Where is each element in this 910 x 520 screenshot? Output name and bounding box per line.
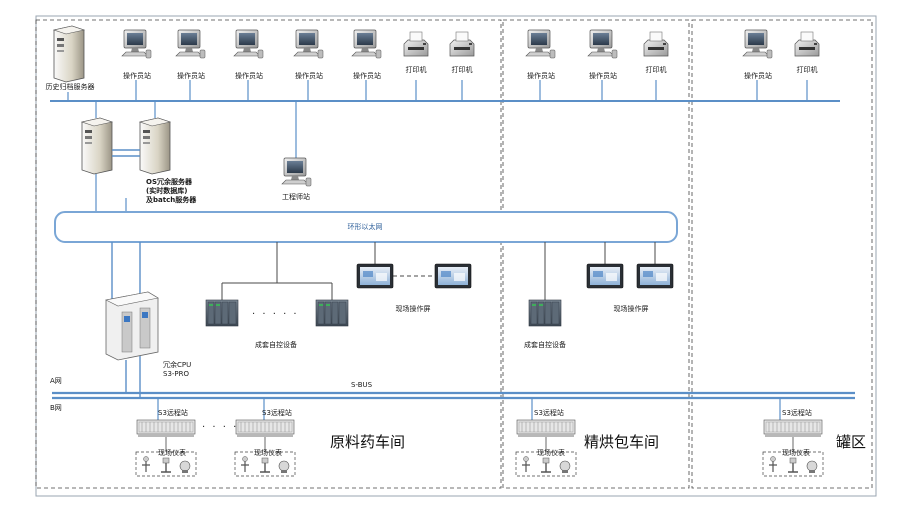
area-label-raw-material: 原料药车间 <box>330 433 406 451</box>
operator-station-5 <box>351 29 382 59</box>
ring-ethernet-label: 环形以太网 <box>347 223 383 231</box>
io-ellipsis: · · · · <box>202 422 239 433</box>
b-net-label: B网 <box>50 404 62 412</box>
io-station-label-1: S3远程站 <box>158 409 188 417</box>
sbus-lines <box>52 391 855 400</box>
io-station-label-4: S3远程站 <box>782 409 812 417</box>
field-hmi-label-raw: 现场操作屏 <box>395 305 431 313</box>
field-hmi-label-packing: 现场操作屏 <box>613 305 649 313</box>
operator-station-4 <box>293 29 324 59</box>
package-control-label-packing: 成套自控设备 <box>524 341 566 349</box>
package-control-label-raw: 成套自控设备 <box>255 341 297 349</box>
field-hmi-packing <box>586 263 674 289</box>
area-label-tank-farm: 罐区 <box>836 433 867 451</box>
controller-label-line1: 冗余CPU <box>163 361 192 369</box>
operator-station-label-5: 操作员站 <box>353 72 381 80</box>
controller-label-line2: S3-PRO <box>163 370 190 378</box>
operator-station-6 <box>525 29 556 59</box>
operator-station-label-3: 操作员站 <box>235 72 263 80</box>
printer-2 <box>449 31 475 57</box>
area-frames <box>35 15 877 497</box>
redundant-cpu <box>105 291 159 398</box>
operator-station-7 <box>587 29 618 59</box>
history-server <box>53 25 85 83</box>
servers-label-line3: 及batch服务器 <box>146 196 197 204</box>
io-station-label-2: S3远程站 <box>262 409 292 417</box>
remote-io-1 <box>136 419 196 438</box>
printer-4 <box>794 31 820 57</box>
a-net-label: A网 <box>50 377 62 385</box>
printer-label-4: 打印机 <box>796 66 818 74</box>
package-control-ellipsis: · · · · · <box>252 309 299 320</box>
ring-ethernet <box>54 211 678 243</box>
history-server-label: 历史归档服务器 <box>45 83 95 91</box>
field-instruments-label-3: 现场仪表 <box>537 449 565 457</box>
operator-station-3 <box>233 29 264 59</box>
top-network <box>50 80 840 158</box>
area-label-drying-packing: 精烘包车间 <box>584 433 660 451</box>
operator-station-label-4: 操作员站 <box>295 72 323 80</box>
remote-io-3 <box>516 419 576 438</box>
engineer-station <box>281 157 312 187</box>
engineer-station-label: 工程师站 <box>282 193 310 201</box>
operator-station-label-8: 操作员站 <box>744 72 772 80</box>
printer-label-2: 打印机 <box>451 66 473 74</box>
redundant-servers <box>81 117 171 212</box>
field-instruments-label-4: 现场仪表 <box>782 449 810 457</box>
sbus-label: S-BUS <box>351 381 373 389</box>
operator-station-1 <box>121 29 152 59</box>
operator-station-8 <box>742 29 773 59</box>
ring-drops <box>111 242 656 300</box>
printer-label-1: 打印机 <box>405 66 427 74</box>
operator-station-label-2: 操作员站 <box>177 72 205 80</box>
operator-station-label-6: 操作员站 <box>527 72 555 80</box>
field-instruments-label-2: 现场仪表 <box>254 449 282 457</box>
io-drops <box>157 398 781 420</box>
printer-1 <box>403 31 429 57</box>
operator-station-label-7: 操作员站 <box>589 72 617 80</box>
printer-label-3: 打印机 <box>645 66 667 74</box>
remote-io-2 <box>235 419 295 438</box>
remote-io-4 <box>763 419 823 438</box>
operator-station-2 <box>175 29 206 59</box>
io-station-label-3: S3远程站 <box>534 409 564 417</box>
operator-station-label-1: 操作员站 <box>123 72 151 80</box>
printer-3 <box>643 31 669 57</box>
instrument-links <box>165 437 794 452</box>
servers-label-line1: OS冗余服务器 <box>146 178 192 186</box>
field-instruments-label-1: 现场仪表 <box>158 449 186 457</box>
package-control-packing <box>528 299 562 327</box>
servers-label-line2: (实时数据库) <box>146 187 188 195</box>
